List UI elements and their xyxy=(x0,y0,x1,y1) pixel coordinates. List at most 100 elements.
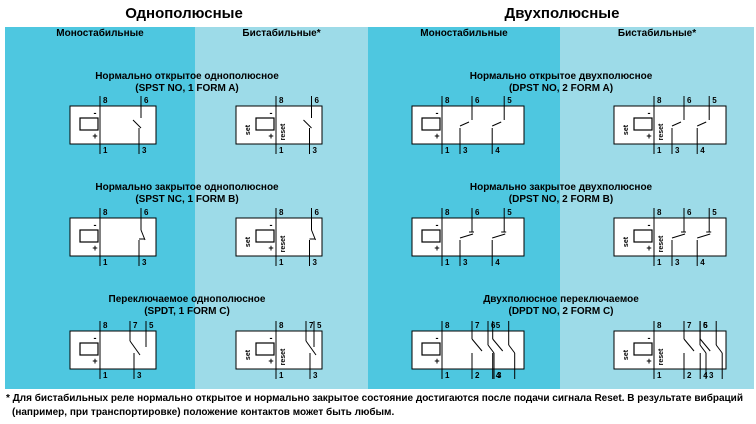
contact-blade xyxy=(459,121,470,127)
section-caption-spst-no: Нормально открытое однополюсное (SPST NO… xyxy=(37,71,337,95)
column-header-monostable-right: Моностабильные xyxy=(420,28,508,39)
pin-number: 3 xyxy=(709,371,714,380)
pin-number: 8 xyxy=(445,96,450,105)
pin-number: 5 xyxy=(507,96,512,105)
section-caption-spst-nc: Нормально закрытое однополюсное (SPST NC… xyxy=(37,182,337,206)
pin-number: 5 xyxy=(712,96,717,105)
reset-label: reset xyxy=(658,123,665,140)
coil-box xyxy=(79,229,99,243)
pin-number: 3 xyxy=(463,258,468,267)
footnote-line1: * Для бистабильных реле нормально открыт… xyxy=(6,393,743,404)
pin-number: 1 xyxy=(103,146,108,155)
pin-number: 1 xyxy=(279,146,284,155)
pin-number: 4 xyxy=(495,146,500,155)
pin-number: 7 xyxy=(687,321,692,330)
plus-mark: + xyxy=(434,243,439,253)
caption-line2: (SPDT, 1 FORM C) xyxy=(144,306,230,317)
pin-number: 6 xyxy=(475,208,480,217)
pin-number: 5 xyxy=(317,321,322,330)
section-caption-dpdt: Двухполюсное переключаемое (DPDT NO, 2 F… xyxy=(411,294,711,318)
pin-number: 3 xyxy=(137,371,142,380)
relay-body xyxy=(613,105,727,145)
minus-mark: - xyxy=(436,333,439,343)
changeover-blade xyxy=(487,344,495,354)
plus-mark: + xyxy=(434,356,439,366)
minus-mark: - xyxy=(436,108,439,118)
set-label: set xyxy=(623,124,630,135)
changeover-blade xyxy=(129,340,141,356)
set-label: set xyxy=(623,349,630,360)
changeover-blade xyxy=(471,338,483,352)
pin-number: 8 xyxy=(657,208,662,217)
pin-number: 5 xyxy=(149,321,154,330)
section-caption-dpst-nc: Нормально закрытое двухполюсное (DPST NO… xyxy=(411,182,711,206)
coil-box xyxy=(255,117,275,131)
coil-box xyxy=(255,342,275,356)
caption-line1: Нормально закрытое однополюсное xyxy=(95,182,279,193)
minus-mark: - xyxy=(648,108,651,118)
pin-number: 2 xyxy=(475,371,480,380)
changeover-blade xyxy=(305,340,317,356)
section-caption-spdt: Переключаемое однополюсное (SPDT, 1 FORM… xyxy=(37,294,337,318)
pin-number: 8 xyxy=(445,208,450,217)
reset-label: reset xyxy=(658,235,665,252)
relay-body xyxy=(613,330,727,370)
coil-box xyxy=(633,342,653,356)
pin-number: 8 xyxy=(657,321,662,330)
caption-line2: (SPST NO, 1 FORM A) xyxy=(135,83,239,94)
coil-box xyxy=(255,229,275,243)
section-caption-dpst-no: Нормально открытое двухполюсное (DPST NO… xyxy=(411,71,711,95)
caption-line2: (DPST NO, 2 FORM B) xyxy=(508,194,614,205)
pin-number: 6 xyxy=(144,96,149,105)
pin-number: 2 xyxy=(687,371,692,380)
pin-number: 3 xyxy=(463,146,468,155)
pin-number: 1 xyxy=(657,371,662,380)
title-double-pole: Двухполюсные xyxy=(504,5,620,22)
minus-mark: - xyxy=(648,220,651,230)
relay-body xyxy=(235,217,323,257)
contact-blade xyxy=(696,121,707,127)
pin-number: 5 xyxy=(496,321,501,330)
footnote: * Для бистабильных реле нормально открыт… xyxy=(6,392,752,420)
relay-body xyxy=(235,330,323,370)
pin-number: 5 xyxy=(703,321,708,330)
pin-number: 5 xyxy=(712,208,717,217)
pin-number: 8 xyxy=(279,96,284,105)
plus-mark: + xyxy=(92,243,97,253)
contact-blade xyxy=(303,119,312,129)
changeover-blade xyxy=(699,338,711,352)
coil-box xyxy=(79,117,99,131)
reset-label: reset xyxy=(280,123,287,140)
caption-line1: Двухполюсное переключаемое xyxy=(483,294,639,305)
changeover-blade xyxy=(492,338,504,352)
pin-number: 3 xyxy=(675,258,680,267)
pin-number: 1 xyxy=(445,371,450,380)
minus-mark: - xyxy=(94,333,97,343)
pin-number: 6 xyxy=(144,208,149,217)
coil-box xyxy=(421,342,441,356)
plus-mark: + xyxy=(434,131,439,141)
pin-number: 3 xyxy=(313,258,318,267)
changeover-blade xyxy=(715,344,723,354)
contact-blade xyxy=(491,121,502,127)
minus-mark: - xyxy=(94,220,97,230)
panel-mono-right xyxy=(368,27,560,389)
column-header-bistable-right: Бистабильные* xyxy=(617,28,697,39)
footnote-line2: (например, при транспортировке) положени… xyxy=(12,407,395,418)
pin-number: 8 xyxy=(103,96,108,105)
pin-number: 1 xyxy=(657,258,662,267)
pin-number: 6 xyxy=(703,321,708,330)
changeover-blade xyxy=(699,344,707,354)
pin-number: 7 xyxy=(475,321,480,330)
plus-mark: + xyxy=(92,356,97,366)
pin-number: 6 xyxy=(687,208,692,217)
caption-line1: Нормально открытое однополюсное xyxy=(95,71,279,82)
pin-number: 1 xyxy=(103,371,108,380)
pin-number: 8 xyxy=(279,321,284,330)
